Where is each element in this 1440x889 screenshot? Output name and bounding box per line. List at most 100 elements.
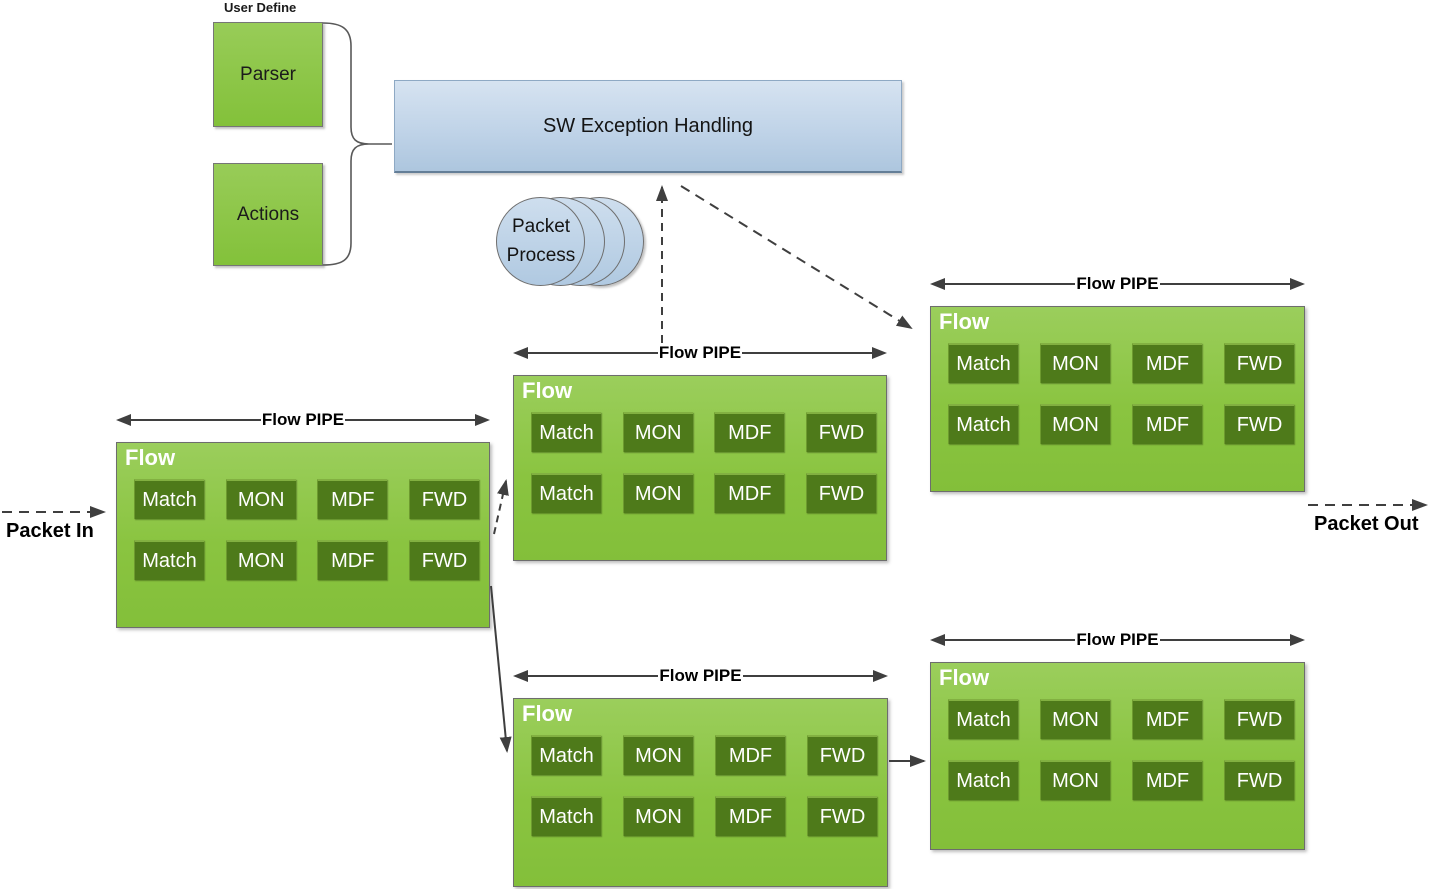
- flow-pipe-label: Flow PIPE: [1076, 274, 1159, 293]
- flow-box: Flow Match MON MDF FWD Match MON MDF FWD: [513, 698, 888, 887]
- arrowhead-right-icon: [1290, 278, 1305, 290]
- flow-pipe-label: Flow PIPE: [659, 666, 742, 685]
- flow-title: Flow: [125, 445, 176, 470]
- arrowhead-right-icon: [873, 670, 888, 682]
- stage-mdf: MDF: [1132, 699, 1202, 739]
- arrowhead-left-icon: [513, 670, 528, 682]
- stage-fwd: FWD: [1224, 343, 1294, 383]
- arrowhead-right-icon: [475, 414, 490, 426]
- stage-fwd: FWD: [1224, 699, 1294, 739]
- flow-pipe-lower-right: Flow PIPE Flow Match MON MDF FWD Match M…: [930, 628, 1305, 850]
- pipe-line: [945, 639, 1076, 641]
- parser-label: Parser: [240, 63, 296, 85]
- flow-box: Flow Match MON MDF FWD Match MON MDF FWD: [930, 306, 1305, 492]
- stage-match: Match: [531, 473, 601, 513]
- stage-mdf: MDF: [714, 473, 785, 513]
- sw-exception-handling-box: SW Exception Handling: [394, 80, 902, 173]
- flow-title: Flow: [522, 378, 573, 403]
- stage-row: Match MON MDF FWD: [931, 699, 1304, 739]
- arrowhead-right-icon: [872, 347, 887, 359]
- flow-title: Flow: [939, 309, 990, 334]
- stage-mon: MON: [225, 540, 296, 580]
- flow-pipe-lower-middle: Flow PIPE Flow Match MON MDF FWD Match M…: [513, 664, 888, 887]
- flow-pipe-label: Flow PIPE: [1076, 630, 1159, 649]
- flow-pipe-header: Flow PIPE: [513, 664, 888, 688]
- stage-match: Match: [531, 412, 601, 452]
- stage-mon: MON: [1040, 343, 1110, 383]
- stage-fwd: FWD: [805, 473, 876, 513]
- pipe-line: [1159, 639, 1290, 641]
- pipe-line: [528, 675, 659, 677]
- stage-fwd: FWD: [408, 479, 479, 519]
- flow-pipe-header: Flow PIPE: [930, 628, 1305, 652]
- sw-exception-handling-label: SW Exception Handling: [542, 114, 754, 137]
- stage-mdf: MDF: [317, 479, 388, 519]
- stage-mon: MON: [623, 796, 693, 836]
- flow-pipe-header: Flow PIPE: [930, 272, 1305, 296]
- flow-pipe-header: Flow PIPE: [513, 341, 887, 365]
- packet-process-label: Packet Process: [506, 216, 576, 266]
- stage-mon: MON: [1040, 699, 1110, 739]
- stage-mdf: MDF: [715, 796, 785, 836]
- packet-in-label: Packet In: [6, 520, 94, 542]
- flow-pipe-upper-middle: Flow PIPE Flow Match MON MDF FWD Match M…: [513, 341, 887, 561]
- arrowhead-left-icon: [930, 634, 945, 646]
- user-define-label: User Define: [224, 0, 297, 15]
- dashed-arrow-sw-to-upper-right-pipe: [680, 185, 913, 330]
- stage-row: Match MON MDF FWD: [931, 343, 1304, 383]
- parser-box: Parser: [213, 22, 323, 127]
- stage-mdf: MDF: [715, 735, 785, 775]
- stage-match: Match: [531, 796, 601, 836]
- dashed-arrow-left-to-upper-middle-pipe: [493, 479, 509, 535]
- stage-row: Match MON MDF FWD: [514, 473, 886, 513]
- pipe-line: [528, 352, 658, 354]
- pipe-line: [1159, 283, 1290, 285]
- stage-row: Match MON MDF FWD: [931, 404, 1304, 444]
- stage-fwd: FWD: [807, 796, 877, 836]
- arrowhead-right-icon: [1290, 634, 1305, 646]
- actions-label: Actions: [236, 203, 300, 225]
- pipe-line: [742, 675, 873, 677]
- flow-box: Flow Match MON MDF FWD Match MON MDF FWD: [116, 442, 490, 628]
- stage-fwd: FWD: [1224, 760, 1294, 800]
- flow-title: Flow: [522, 701, 573, 726]
- stage-mdf: MDF: [1132, 404, 1202, 444]
- stage-fwd: FWD: [1224, 404, 1294, 444]
- flow-pipe-upper-right: Flow PIPE Flow Match MON MDF FWD Match M…: [930, 272, 1305, 492]
- stage-match: Match: [948, 699, 1018, 739]
- stage-match: Match: [948, 404, 1018, 444]
- stage-match: Match: [531, 735, 601, 775]
- stage-mdf: MDF: [317, 540, 388, 580]
- pipe-line: [945, 283, 1076, 285]
- arrowhead-left-icon: [116, 414, 131, 426]
- stage-mdf: MDF: [714, 412, 785, 452]
- stage-mon: MON: [623, 735, 693, 775]
- pipe-line: [345, 419, 475, 421]
- stage-row: Match MON MDF FWD: [514, 796, 887, 836]
- stage-row: Match MON MDF FWD: [514, 412, 886, 452]
- stage-match: Match: [134, 540, 204, 580]
- flow-box: Flow Match MON MDF FWD Match MON MDF FWD: [930, 662, 1305, 850]
- pipe-line: [742, 352, 872, 354]
- arrowhead-left-icon: [513, 347, 528, 359]
- stage-fwd: FWD: [805, 412, 876, 452]
- flow-pipe-left: Flow PIPE Flow Match MON MDF FWD Match M…: [116, 408, 490, 628]
- stage-fwd: FWD: [408, 540, 479, 580]
- stage-match: Match: [948, 760, 1018, 800]
- stage-fwd: FWD: [807, 735, 877, 775]
- stage-match: Match: [134, 479, 204, 519]
- actions-box: Actions: [213, 163, 323, 266]
- solid-arrow-left-to-lower-middle-pipe: [490, 585, 512, 753]
- stage-row: Match MON MDF FWD: [117, 540, 489, 580]
- stage-row: Match MON MDF FWD: [117, 479, 489, 519]
- stage-mon: MON: [622, 412, 693, 452]
- stage-mdf: MDF: [1132, 760, 1202, 800]
- flow-pipe-label: Flow PIPE: [261, 410, 345, 429]
- pipe-line: [131, 419, 261, 421]
- flow-pipe-header: Flow PIPE: [116, 408, 490, 432]
- arrowhead-left-icon: [930, 278, 945, 290]
- stage-row: Match MON MDF FWD: [514, 735, 887, 775]
- curly-brace: [322, 22, 392, 266]
- packet-process-stack: Packet Process: [496, 197, 646, 288]
